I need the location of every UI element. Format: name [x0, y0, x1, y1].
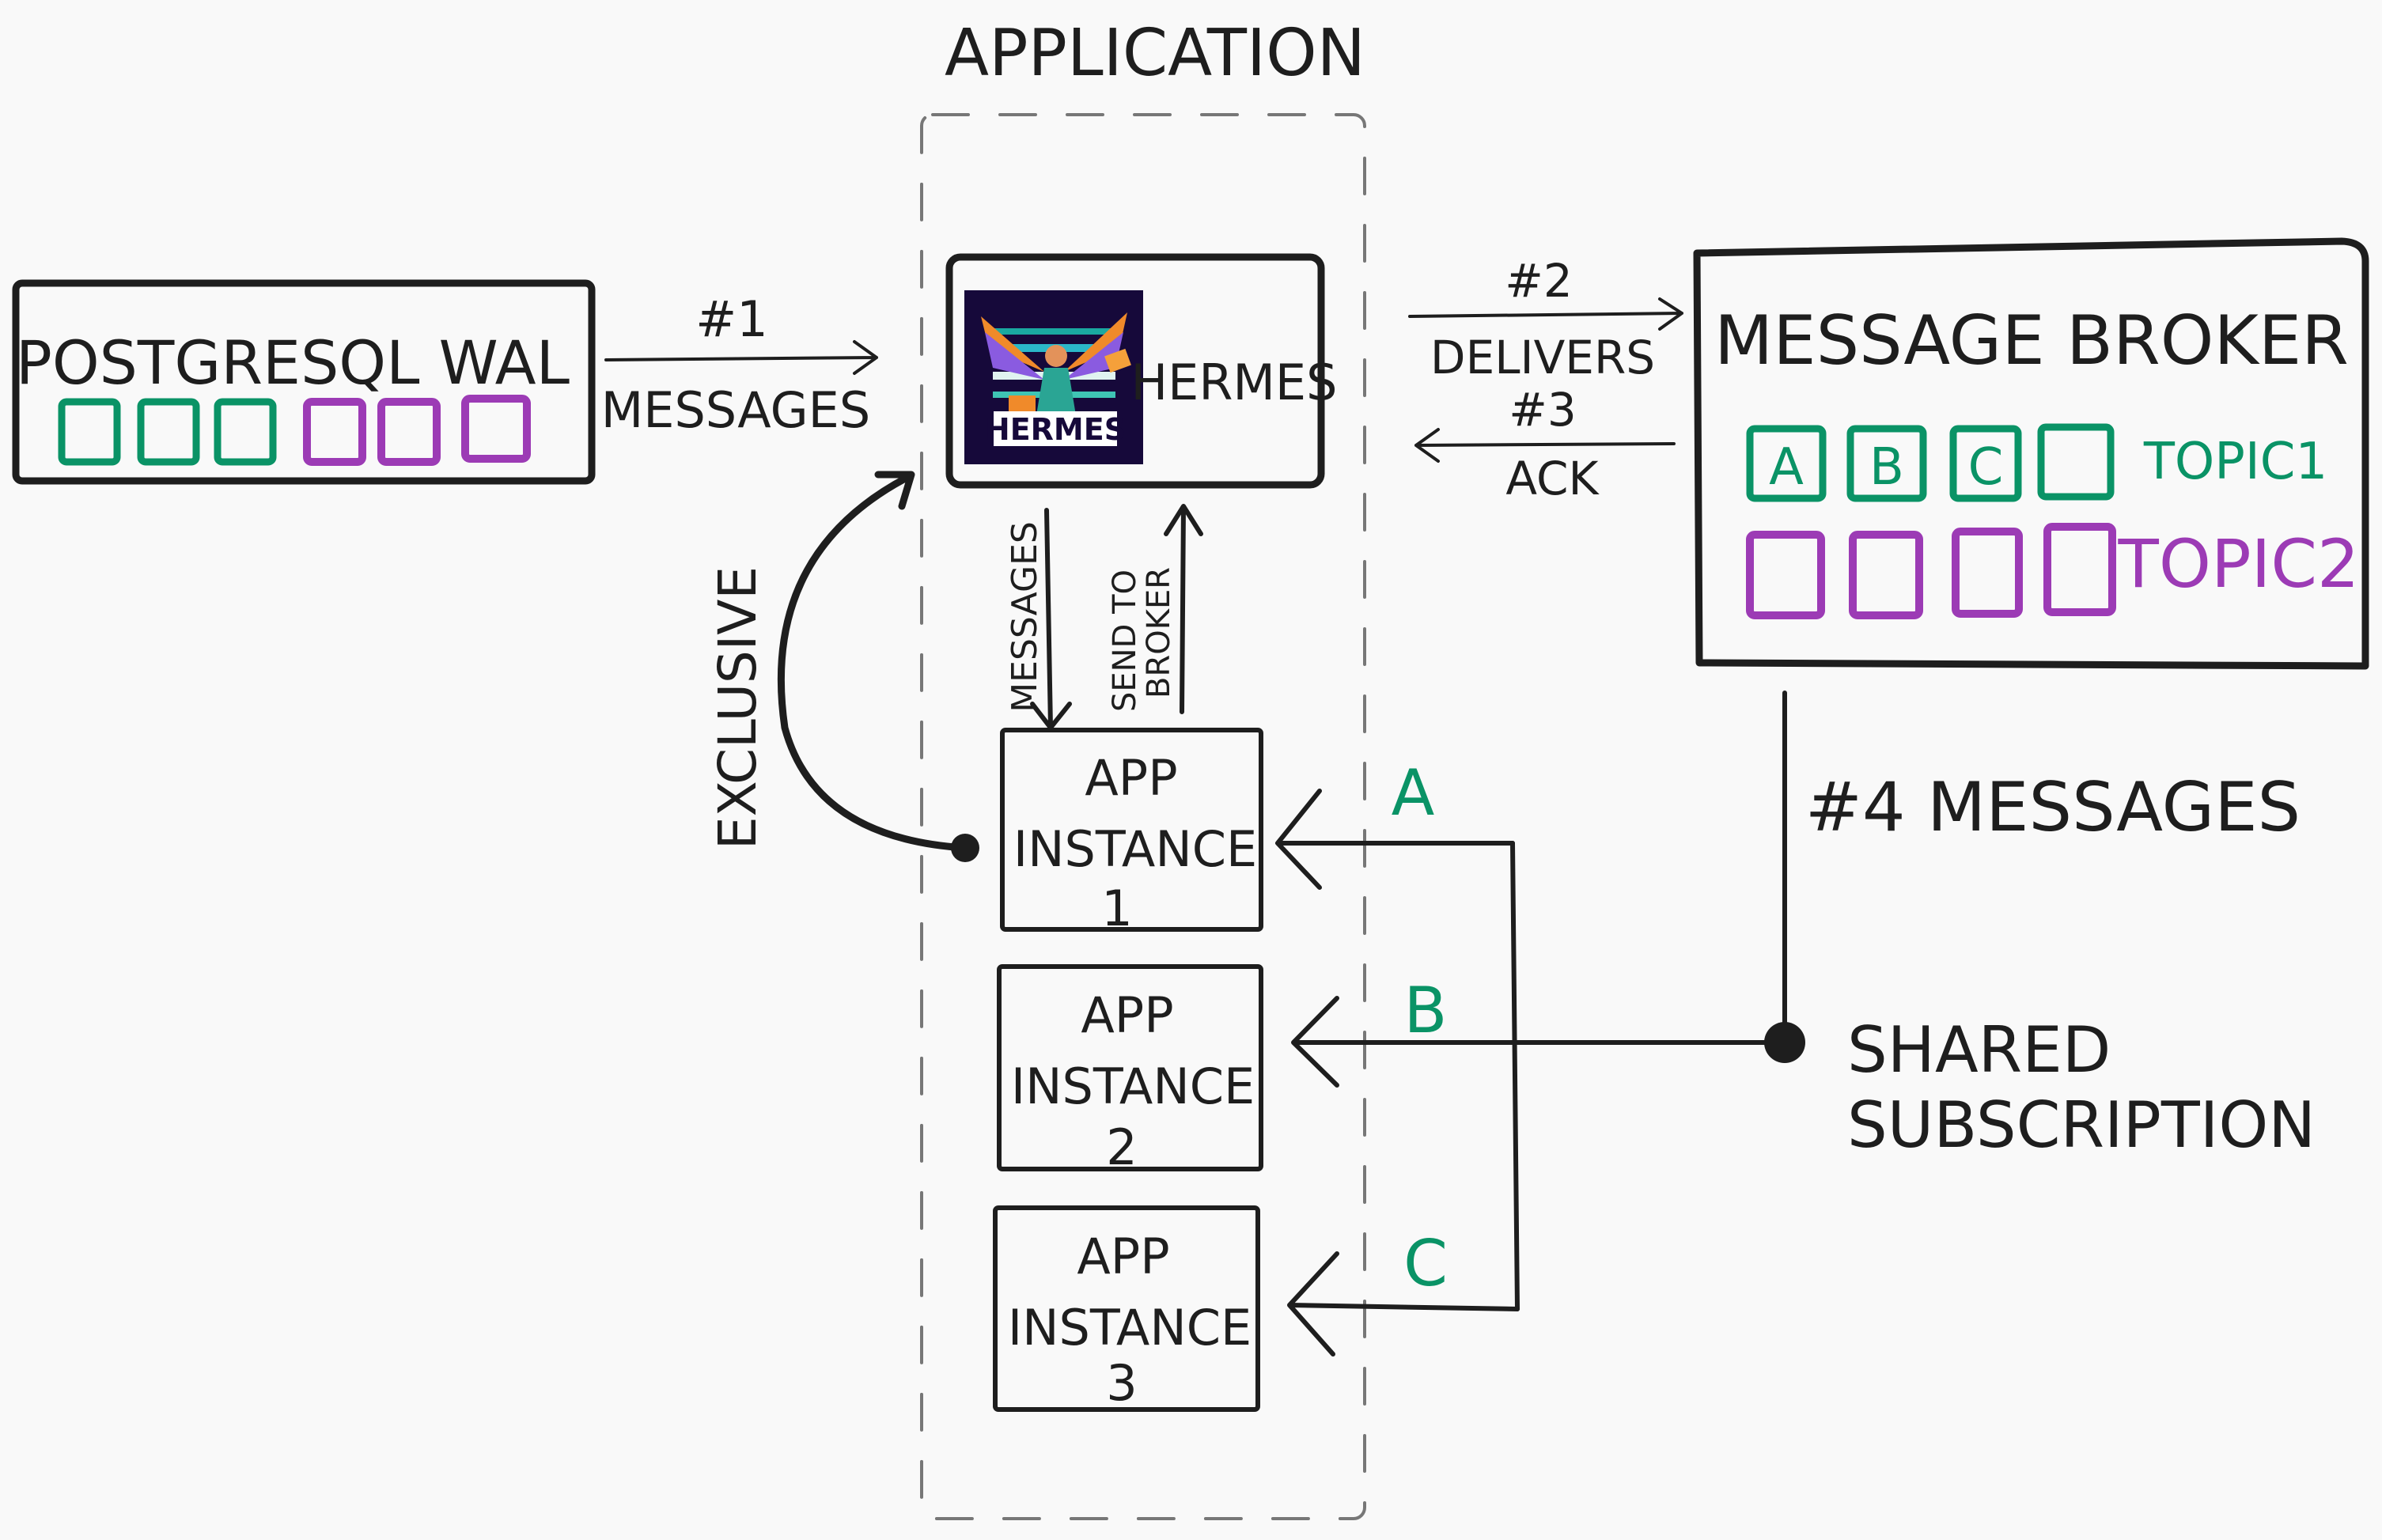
topic2-message: [1952, 528, 2023, 618]
topic2-queue: TOPIC2: [1746, 523, 2360, 619]
topic2-label: TOPIC2: [2118, 525, 2360, 603]
step2-number: #2: [1505, 254, 1573, 308]
application-boundary: [920, 113, 1366, 1520]
topic1-message-label: B: [1869, 438, 1904, 497]
step1-number: #1: [695, 290, 767, 348]
exclusive-connection: EXCLUSIVE: [707, 471, 979, 862]
exclusive-label: EXCLUSIVE: [707, 566, 768, 849]
hermes-label: HERMES: [1131, 354, 1338, 411]
topic2-message: [1849, 531, 1923, 619]
step2-label: DELIVERS: [1430, 331, 1655, 384]
step3-label: ACK: [1505, 452, 1600, 505]
step2-arrow: #2 DELIVERS: [1408, 254, 1683, 384]
step4-label: #4 MESSAGES: [1805, 768, 2301, 847]
topic1-label: TOPIC1: [2143, 433, 2327, 491]
broker-title: MESSAGE BROKER: [1714, 301, 2349, 380]
instance-label-line1: APP: [1077, 1228, 1169, 1285]
instance-1-message-label: A: [1392, 756, 1435, 830]
app-instance-2: APP INSTANCE 2: [997, 964, 1263, 1176]
instance-label-line2: INSTANCE: [1008, 1299, 1252, 1356]
instance-3-message-label: C: [1403, 1227, 1448, 1300]
postgresql-wal-box: POSTGRESQL WAL: [12, 279, 596, 485]
instance-label-line3: 1: [1101, 880, 1132, 937]
hermes-box: HERMES HERMES: [945, 253, 1338, 489]
instance-label-line2: INSTANCE: [1013, 820, 1257, 878]
topic2-message: [2043, 523, 2116, 616]
app-instance-3: APP INSTANCE 3: [993, 1205, 1260, 1412]
topic1-message-label: A: [1769, 438, 1804, 497]
messages-down-label: MESSAGES: [1005, 521, 1045, 713]
instance-2-message-label: B: [1404, 974, 1448, 1047]
wal-entry: [461, 395, 531, 463]
subscription-junction: [1764, 1022, 1805, 1063]
send-to-broker-arrow: SEND TO BROKER: [1107, 504, 1203, 714]
wal-entry: [214, 398, 277, 466]
topic1-message-label: C: [1968, 438, 2004, 497]
wal-entry: [303, 398, 366, 466]
application-title: APPLICATION: [945, 16, 1365, 91]
hermes-logo: HERMES: [964, 290, 1143, 464]
send-to-broker-label-line2: BROKER: [1141, 567, 1177, 698]
instance-label-line2: INSTANCE: [1011, 1058, 1255, 1115]
shared-subscription-routing: A B C #4 MESSAGES SHARED SUBSCRIPTION: [1275, 691, 2316, 1356]
message-broker-box: MESSAGE BROKER A B C TOPIC1 TOPIC2: [1693, 237, 2369, 670]
send-to-broker-label-line1: SEND TO: [1107, 569, 1143, 712]
wal-entry: [377, 398, 441, 466]
messages-down-arrow: MESSAGES: [1005, 508, 1072, 730]
instance-label-line3: 3: [1106, 1354, 1137, 1412]
instance-label-line3: 2: [1106, 1118, 1137, 1176]
hermes-logo-wordmark: HERMES: [985, 412, 1126, 447]
topic1-message: [1746, 425, 1827, 502]
instance-label-line1: APP: [1081, 986, 1173, 1044]
subscription-label-line2: SUBSCRIPTION: [1847, 1088, 2316, 1162]
subscription-label-line1: SHARED: [1847, 1013, 2111, 1087]
topic1-queue: A B C TOPIC1: [1746, 423, 2327, 502]
step3-number: #3: [1509, 383, 1577, 437]
app-instance-1: APP INSTANCE 1: [1000, 728, 1263, 937]
topic1-message: [2037, 423, 2115, 501]
wal-entry: [58, 398, 121, 466]
wal-label: POSTGRESQL WAL: [16, 327, 570, 398]
topic1-message: [1846, 425, 1927, 502]
topic2-message: [1746, 531, 1825, 619]
wal-entry: [137, 398, 200, 466]
step1-label: MESSAGES: [601, 381, 870, 439]
instance-label-line1: APP: [1085, 749, 1177, 807]
topic1-message: [1949, 425, 2022, 502]
step1-arrow: #1 MESSAGES: [601, 290, 878, 439]
step3-arrow: #3 ACK: [1414, 383, 1676, 505]
